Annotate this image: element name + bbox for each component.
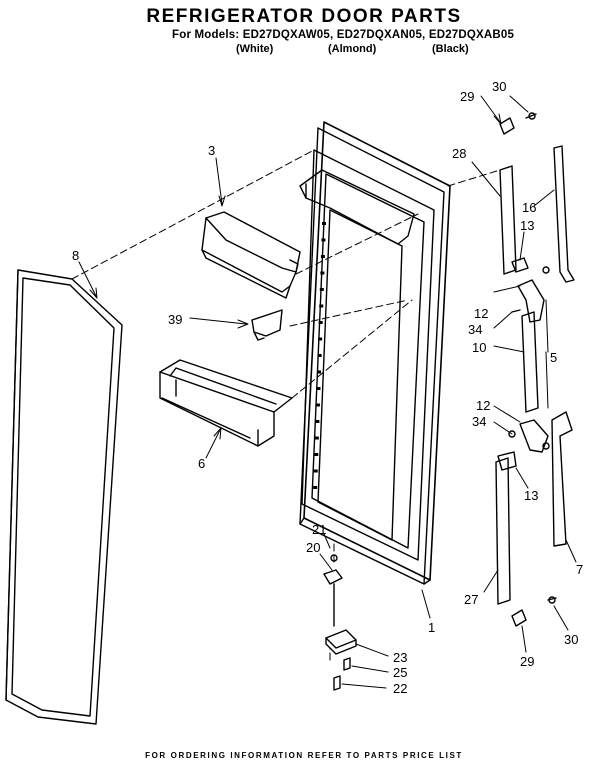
shelf-support-hole: [319, 288, 324, 291]
callout-25: 25: [393, 665, 407, 680]
shelf-support-hole: [317, 370, 322, 374]
shelf-support-hole: [316, 387, 321, 390]
callout-28: 28: [452, 146, 466, 161]
diagram-title: REFRIGERATOR DOOR PARTS: [146, 6, 462, 27]
callout-29-bottom: 29: [520, 654, 534, 669]
callout-21: 21: [312, 522, 326, 537]
color-white-label: (White): [236, 43, 274, 55]
door-panel: [299, 121, 451, 585]
callout-12-bottom: 12: [476, 398, 490, 413]
shelf-support-holes: [313, 222, 326, 489]
models-line: For Models: ED27DQXAW05, ED27DQXAN05, ED…: [172, 29, 515, 41]
callout-13-bottom: 13: [524, 488, 538, 503]
door-gasket: [5, 269, 123, 725]
callout-30-top: 30: [492, 79, 506, 94]
callout-22: 22: [393, 681, 407, 696]
callout-34-top: 34: [468, 322, 482, 337]
callout-13-top: 13: [520, 218, 534, 233]
shelf-support-hole: [317, 354, 322, 357]
callout-6: 6: [198, 456, 205, 471]
callout-1: 1: [428, 620, 435, 635]
color-almond-label: (Almond): [328, 43, 377, 55]
callout-10: 10: [472, 340, 486, 355]
right-side-parts: [495, 112, 575, 627]
shelf-support-hole: [315, 403, 320, 407]
callout-3: 3: [208, 143, 215, 158]
callout-27: 27: [464, 592, 478, 607]
callout-5: 5: [550, 350, 557, 365]
callout-29-top: 29: [460, 89, 474, 104]
shelf-support-hole: [320, 255, 325, 258]
shelf-support-hole: [318, 321, 323, 324]
callout-16: 16: [522, 200, 536, 215]
shelf-support-hole: [320, 271, 325, 275]
leader-lines: [78, 95, 577, 689]
alignment-lines: [71, 149, 501, 661]
bottom-hinge-parts: [323, 554, 357, 691]
ordering-footer: FOR ORDERING INFORMATION REFER TO PARTS …: [145, 751, 463, 760]
callout-20: 20: [306, 540, 320, 555]
shelf-support-hole: [321, 238, 326, 242]
door-bin: [159, 359, 293, 447]
callout-8: 8: [72, 248, 79, 263]
bracket-39: [251, 309, 283, 341]
shelf-support-hole: [319, 304, 324, 308]
shelf-support-hole: [322, 222, 326, 225]
shelf-support-hole: [315, 420, 320, 423]
shelf-support-hole: [313, 486, 318, 489]
shelf-support-hole: [318, 337, 323, 341]
shelf-support-hole: [313, 469, 318, 473]
shelf-support-hole: [314, 453, 319, 456]
callout-7: 7: [576, 562, 583, 577]
dairy-door: [201, 211, 301, 299]
callout-30-bottom: 30: [564, 632, 578, 647]
callout-23: 23: [393, 650, 407, 665]
callout-39: 39: [168, 312, 182, 327]
callout-numbers: 3 8 39 6 1 21 20 23 25 22 29 30 28 16 13…: [72, 79, 583, 696]
shelf-support-hole: [314, 436, 319, 440]
callout-34-bottom: 34: [472, 414, 486, 429]
callout-12-top: 12: [474, 306, 488, 321]
color-black-label: (Black): [432, 43, 469, 55]
